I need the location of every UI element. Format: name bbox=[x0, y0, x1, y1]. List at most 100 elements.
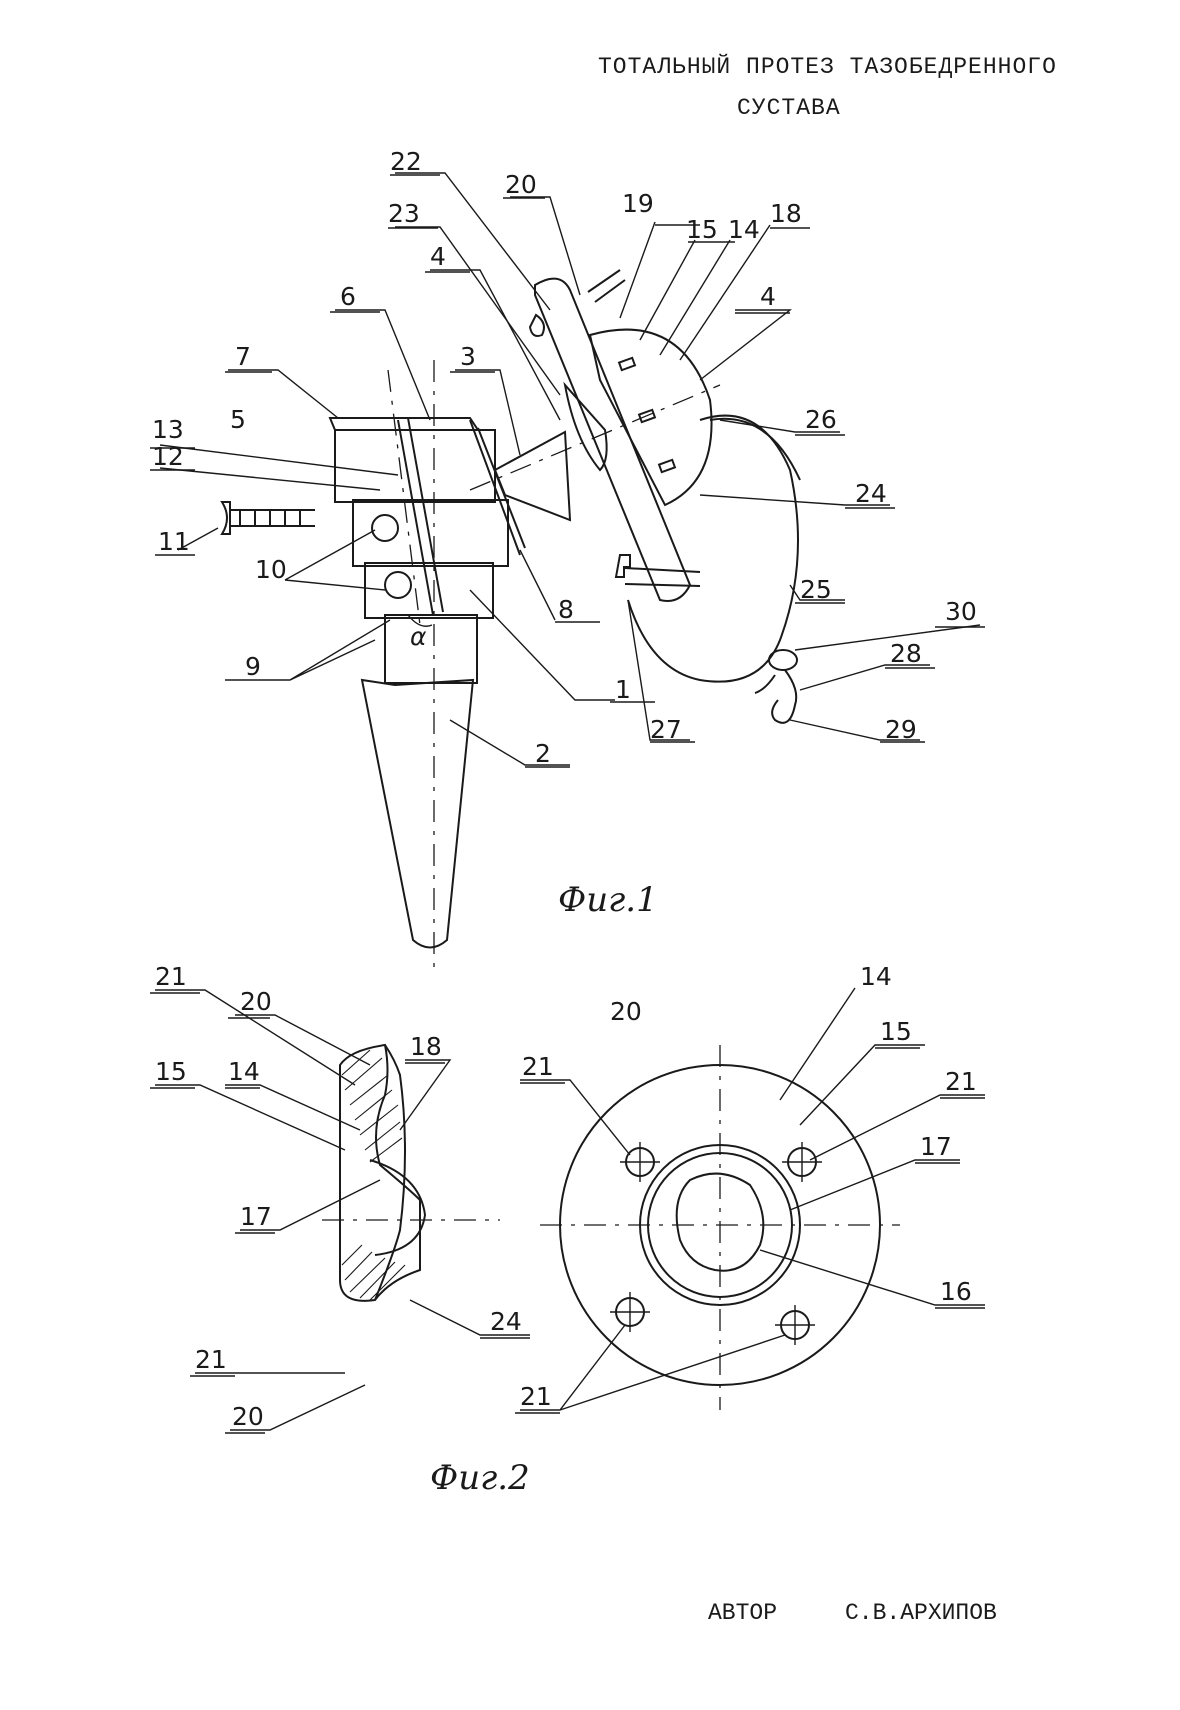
ring-30 bbox=[768, 649, 798, 671]
leader-13 bbox=[159, 444, 399, 476]
label-16-front: 16 bbox=[940, 1277, 972, 1306]
leader-11 bbox=[177, 527, 219, 551]
clip-27 bbox=[614, 554, 631, 578]
leader-7 bbox=[228, 369, 339, 419]
author-label: АВТОР bbox=[708, 1600, 778, 1626]
leader-15 bbox=[639, 239, 696, 341]
leader-1 bbox=[469, 589, 615, 701]
slot-3 bbox=[657, 458, 677, 474]
label-14-front: 14 bbox=[860, 962, 892, 991]
leader-12 bbox=[159, 467, 381, 491]
label-22: 22 bbox=[390, 147, 422, 176]
cup-flange bbox=[534, 277, 692, 602]
screw-upper bbox=[587, 269, 626, 303]
hook-28 bbox=[754, 674, 776, 694]
label-20: 20 bbox=[505, 170, 537, 199]
hole-lower bbox=[384, 571, 412, 599]
label-28: 28 bbox=[890, 639, 922, 668]
leader-8 bbox=[519, 549, 556, 621]
leader-16-front bbox=[759, 1249, 985, 1306]
label-24-f2: 24 bbox=[490, 1307, 522, 1336]
leader-19 bbox=[619, 221, 656, 319]
screw-11-head bbox=[220, 501, 231, 535]
angle-arc bbox=[407, 614, 433, 627]
socket-16 bbox=[675, 1172, 765, 1272]
hole-upper bbox=[371, 514, 399, 542]
label-5: 5 bbox=[230, 405, 246, 434]
label-21b: 21 bbox=[195, 1345, 227, 1374]
cup-section-inner-curve bbox=[369, 1159, 427, 1256]
label-underlines-fig2 bbox=[150, 992, 985, 1434]
label-6: 6 bbox=[340, 282, 356, 311]
leader-27 bbox=[627, 599, 690, 741]
leader-2 bbox=[449, 719, 570, 766]
label-7: 7 bbox=[235, 342, 251, 371]
label-3: 3 bbox=[460, 342, 476, 371]
leader-6 bbox=[335, 309, 431, 421]
stem-shape bbox=[360, 678, 475, 949]
label-10: 10 bbox=[255, 555, 287, 584]
leader-20b bbox=[230, 1384, 366, 1431]
leader-14-f2 bbox=[225, 1084, 361, 1131]
leader-24-f2 bbox=[409, 1299, 530, 1336]
leader-18 bbox=[679, 224, 771, 361]
document-title-line1: ТОТАЛЬНЫЙ ПРОТЕЗ ТАЗОБЕДРЕННОГО bbox=[598, 54, 1057, 80]
label-15: 15 bbox=[686, 215, 718, 244]
label-11: 11 bbox=[158, 527, 190, 556]
clip-23 bbox=[528, 313, 545, 337]
leader-25 bbox=[789, 584, 845, 601]
label-15-front: 15 bbox=[880, 1017, 912, 1046]
label-29: 29 bbox=[885, 715, 917, 744]
screw-lower bbox=[624, 567, 701, 587]
label-27: 27 bbox=[650, 715, 682, 744]
leader-20a bbox=[235, 1014, 371, 1066]
label-underlines-fig1 bbox=[150, 174, 985, 768]
cone-axis bbox=[469, 384, 721, 491]
figure-2-caption: Фиг.2 bbox=[430, 1458, 530, 1498]
neck-lower-block bbox=[384, 614, 478, 684]
label-12: 12 bbox=[152, 442, 184, 471]
slot-1 bbox=[617, 356, 637, 372]
label-4a: 4 bbox=[430, 242, 446, 271]
cup-rim bbox=[563, 381, 608, 472]
wire-loop bbox=[627, 414, 799, 683]
screw-11 bbox=[230, 509, 315, 527]
label-20b: 20 bbox=[232, 1402, 264, 1431]
leader-23 bbox=[395, 226, 561, 396]
hook-29 bbox=[771, 669, 798, 724]
cone-neck bbox=[493, 430, 572, 522]
leader-21-front-ul bbox=[520, 1079, 631, 1156]
leader-4a bbox=[430, 269, 561, 421]
label-1: 1 bbox=[615, 675, 631, 704]
figure-1: α bbox=[150, 147, 985, 970]
cup-dome bbox=[588, 328, 713, 507]
hatching-upper bbox=[341, 1049, 403, 1163]
figure-1-caption: Фиг.1 bbox=[558, 880, 658, 920]
label-24: 24 bbox=[855, 479, 887, 508]
label-20-front: 20 bbox=[610, 997, 642, 1026]
label-18-f2: 18 bbox=[410, 1032, 442, 1061]
leader-10 bbox=[284, 529, 386, 591]
leader-3 bbox=[455, 369, 521, 456]
label-21-front-lower: 21 bbox=[520, 1382, 552, 1411]
hatching-lower bbox=[341, 1244, 406, 1301]
top-plate bbox=[328, 417, 480, 431]
label-20a: 20 bbox=[240, 987, 272, 1016]
label-13: 13 bbox=[152, 415, 184, 444]
body-block bbox=[334, 429, 496, 503]
slot-2 bbox=[637, 408, 657, 424]
leader-30 bbox=[794, 624, 981, 651]
leader-24 bbox=[699, 494, 890, 506]
label-23: 23 bbox=[388, 199, 420, 228]
leader-17-f2 bbox=[240, 1179, 381, 1231]
rod-axis bbox=[387, 369, 421, 626]
label-17-f2: 17 bbox=[240, 1202, 272, 1231]
label-30: 30 bbox=[945, 597, 977, 626]
leader-26 bbox=[719, 419, 840, 433]
figure-2: 21 20 18 15 14 17 24 21 20 20 14 15 21 2… bbox=[150, 962, 985, 1434]
cup-section-outer-edge bbox=[374, 1044, 406, 1301]
label-17-front: 17 bbox=[920, 1132, 952, 1161]
label-2: 2 bbox=[535, 739, 551, 768]
rod bbox=[397, 417, 444, 616]
label-8: 8 bbox=[558, 595, 574, 624]
